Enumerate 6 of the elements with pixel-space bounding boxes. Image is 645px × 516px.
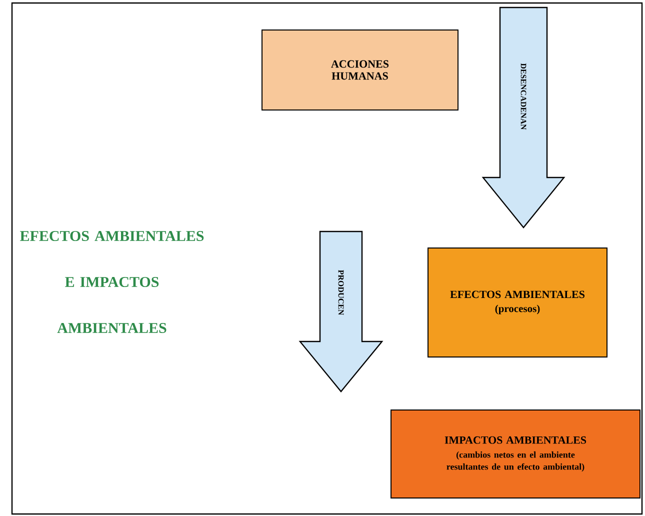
block-arrow (298, 230, 384, 392)
title: EFECTOS AMBIENTALES E IMPACTOS AMBIENTALES (20, 230, 204, 334)
process-box: EFECTOS AMBIENTALES (procesos) (428, 248, 608, 358)
process-box: ACCIONES HUMANAS (262, 30, 458, 110)
process-box: IMPACTOS AMBIENTALES (cambios netos en el ambiente resultantes de un efecto ambiental) (390, 410, 640, 498)
block-arrow (482, 6, 566, 228)
